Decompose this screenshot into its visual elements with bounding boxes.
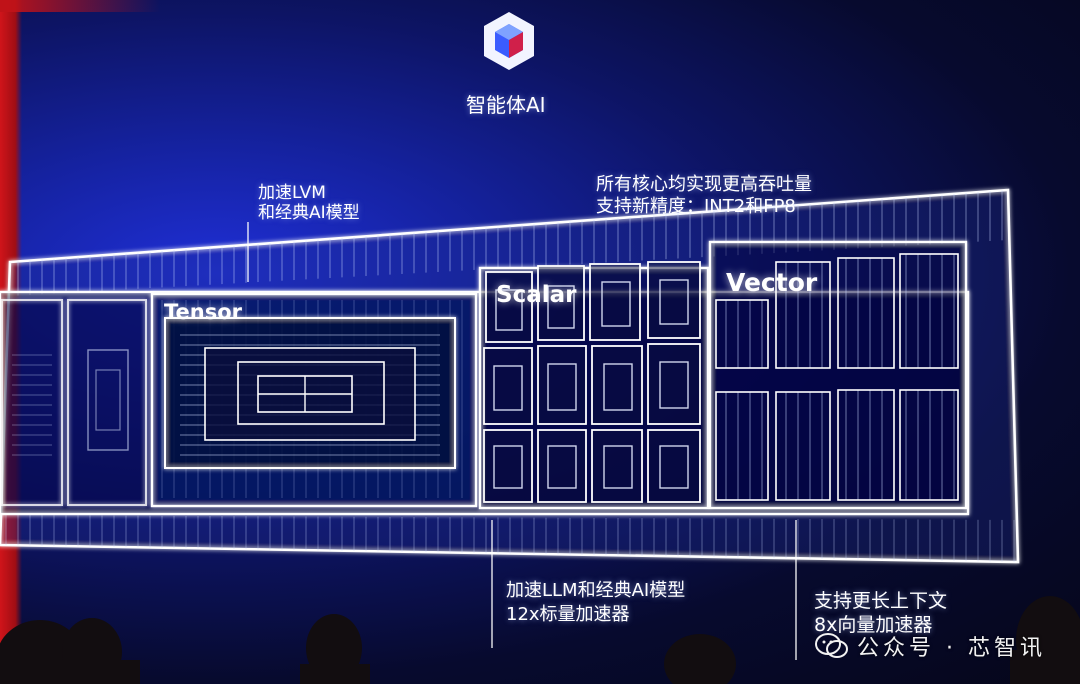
wechat-icon xyxy=(815,633,849,658)
bottom-middle-callout-line2: 12x标量加速器 xyxy=(506,604,630,625)
watermark: 公众号 · 芯智讯 xyxy=(815,630,1046,662)
bottom-middle-callout-line1: 加速LLM和经典AI模型 xyxy=(506,580,686,601)
top-left-callout-line1: 加速LVM xyxy=(258,183,326,203)
top-right-callout-line1: 所有核心均实现更高吞吐量 xyxy=(596,174,812,195)
hexagon-cube-icon xyxy=(484,12,534,70)
watermark-text: 公众号 · 芯智讯 xyxy=(857,636,1046,661)
scalar-block xyxy=(478,261,710,510)
callout-leaders xyxy=(247,222,797,660)
red-stage-top xyxy=(0,0,160,12)
bottom-right-callout-line2: 8x向量加速器 xyxy=(814,614,933,636)
left-aux-blocks xyxy=(1,299,147,506)
vector-block xyxy=(708,240,968,510)
bottom-right-callout-line1: 支持更长上下文 xyxy=(814,590,948,612)
tensor-title: Tensor xyxy=(164,300,243,324)
tensor-block xyxy=(150,292,478,508)
top-right-callout-line2: 支持新精度：INT2和FP8 xyxy=(596,196,796,217)
scalar-title: Scalar xyxy=(496,282,577,308)
vector-title: Vector xyxy=(726,268,818,297)
top-left-callout-line2: 和经典AI模型 xyxy=(258,203,360,223)
logo-title: 智能体AI xyxy=(466,93,546,117)
